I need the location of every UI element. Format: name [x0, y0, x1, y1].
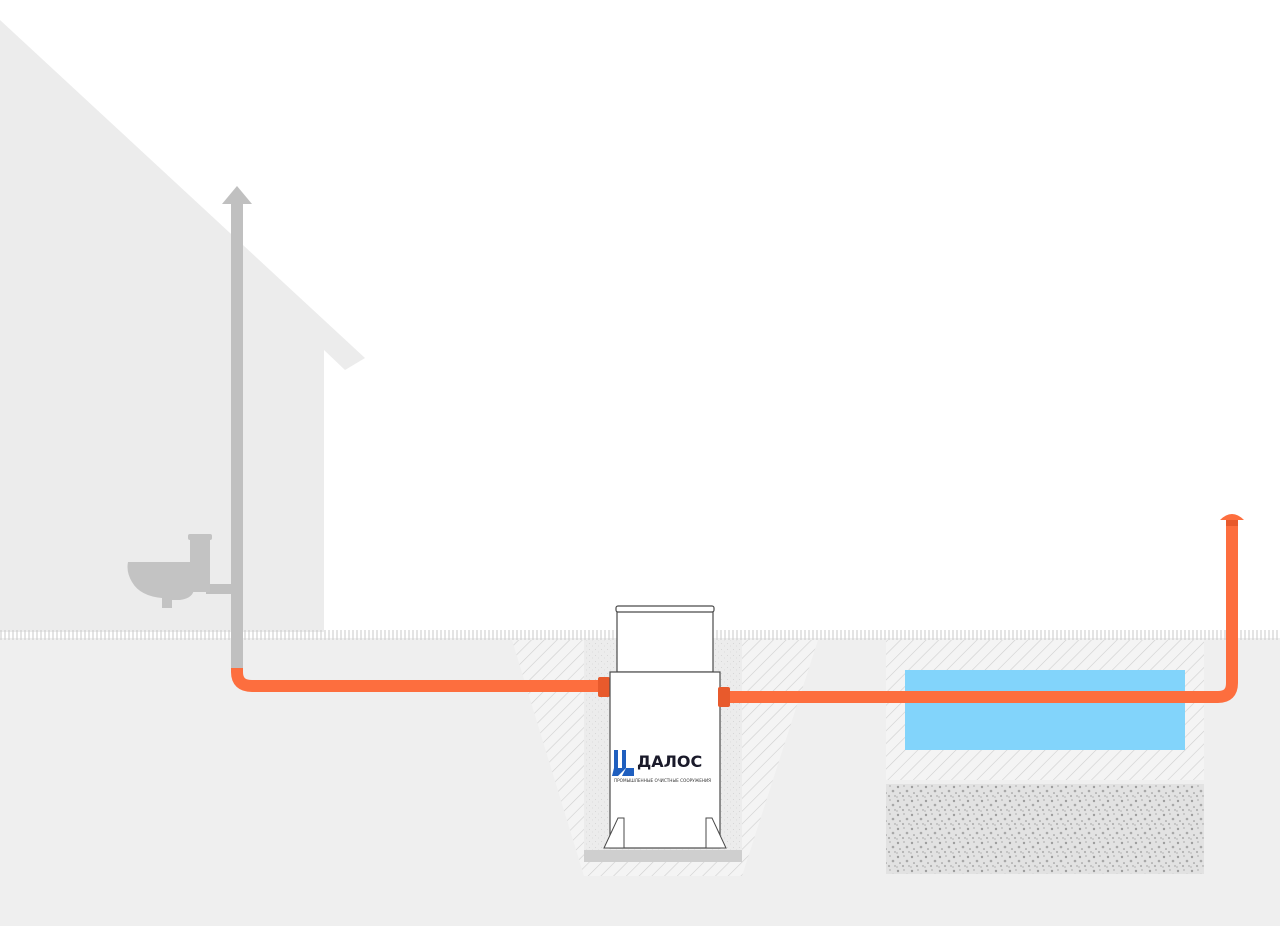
vent-cap-icon — [1220, 514, 1244, 526]
logo-tagline: ПРОМЫШЛЕННЫЕ ОЧИСТНЫЕ СООРУЖЕНИЯ — [614, 778, 711, 783]
toilet-branch-pipe — [206, 584, 236, 594]
infiltration-layer — [905, 670, 1185, 750]
dalos-logo-icon — [612, 750, 634, 776]
house — [0, 0, 365, 632]
septic-tank: ДАЛОС ПРОМЫШЛЕННЫЕ ОЧИСТНЫЕ СООРУЖЕНИЯ — [603, 605, 727, 849]
house-wall — [0, 0, 365, 632]
inlet-coupling — [598, 677, 610, 697]
tank-body — [609, 671, 721, 849]
septic-base-slab — [584, 850, 742, 862]
tank-lid — [615, 605, 715, 613]
vent-stack — [206, 186, 252, 672]
gravel-layer — [886, 784, 1204, 874]
inlet-pipe — [231, 668, 600, 692]
tank-neck — [616, 609, 714, 673]
toilet-icon — [127, 534, 212, 608]
vent-arrow-icon — [222, 186, 252, 204]
outlet-pipe — [722, 522, 1238, 703]
logo-word: ДАЛОС — [637, 752, 702, 771]
outlet-coupling — [718, 687, 730, 707]
dalos-logo: ДАЛОС ПРОМЫШЛЕННЫЕ ОЧИСТНЫЕ СООРУЖЕНИЯ — [612, 750, 711, 783]
